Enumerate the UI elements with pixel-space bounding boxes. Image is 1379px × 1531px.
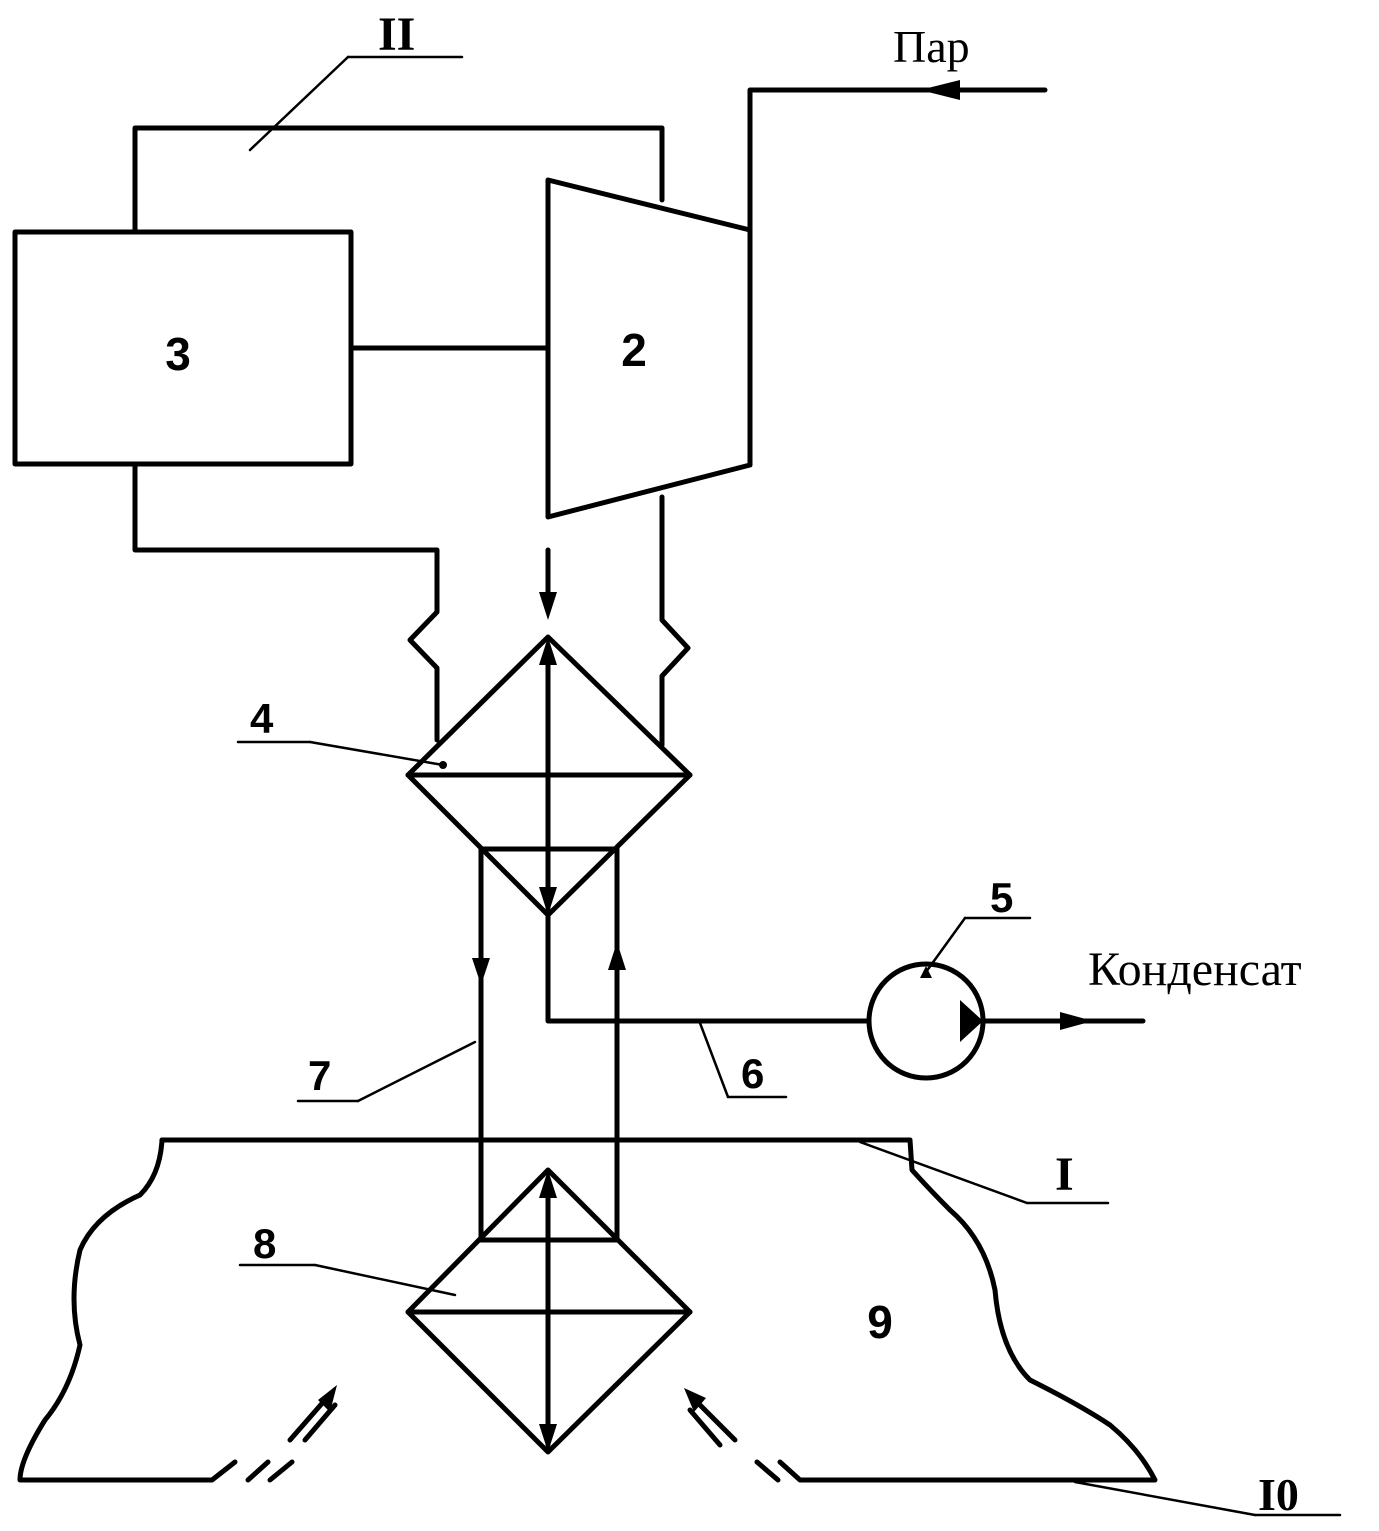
ref-11-leader (250, 57, 462, 150)
ref-8-label: 8 (253, 1220, 276, 1267)
ref-4-label: 4 (250, 695, 274, 742)
pipe-7-down (472, 849, 490, 1240)
field-boundary-left (20, 1140, 235, 1480)
top-connection-line (135, 128, 662, 232)
pump-5 (869, 964, 983, 1078)
block-3-label: 3 (165, 328, 191, 380)
pipe-return-up (608, 849, 626, 1240)
ref-9-label: 9 (867, 1296, 893, 1348)
heat-exchanger-4 (408, 637, 690, 915)
field-base-breaks (248, 1462, 778, 1480)
ref-8-leader (240, 1265, 455, 1295)
condensate-outlet (983, 1012, 1143, 1030)
ref-1-label: I (1055, 1148, 1074, 1201)
field-base (270, 1462, 292, 1480)
ref-11-label: II (378, 8, 415, 61)
right-pipe-2-to-4 (662, 497, 688, 745)
condensate-line-6 (548, 915, 868, 1021)
ref-10-label: I0 (1258, 1469, 1299, 1520)
ref-10-leader (1075, 1482, 1340, 1515)
left-pipe-3-to-4 (135, 464, 437, 740)
condensate-label: Конденсат (1088, 943, 1302, 996)
ref-6-label: 6 (741, 1050, 764, 1097)
exhaust-arrow (539, 550, 557, 620)
ref-7-label: 7 (308, 1052, 331, 1099)
inflow-arrow-right (684, 1388, 735, 1445)
inflow-arrow-left (290, 1385, 337, 1440)
heat-exchanger-8 (408, 1170, 690, 1452)
ref-5-leader (920, 918, 1030, 978)
steam-label: Пар (893, 21, 970, 72)
ref-5-label: 5 (990, 874, 1013, 921)
steam-inlet-line (750, 80, 1045, 230)
turbine-2 (548, 180, 750, 517)
turbine-2-label: 2 (621, 324, 647, 376)
